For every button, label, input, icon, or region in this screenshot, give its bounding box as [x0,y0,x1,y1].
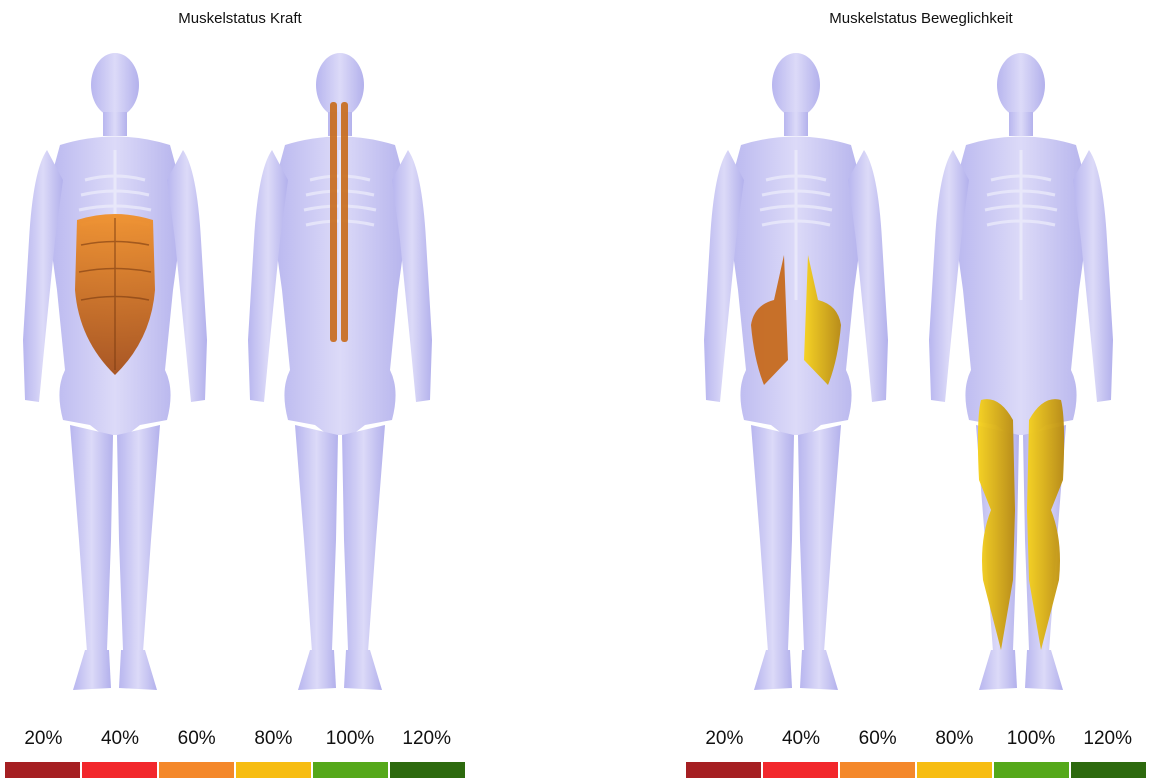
scale-segment [236,762,311,778]
scale-segment [390,762,465,778]
body-back-figure [921,40,1121,700]
scale-segment [1071,762,1146,778]
scale-label: 40% [763,728,840,750]
scale-labels: 20% 40% 60% 80% 100% 120% [5,728,465,750]
scale-label: 60% [158,728,235,750]
panel-title: Muskelstatus Beweglichkeit [686,10,1149,27]
color-scale-bar [686,762,1146,778]
scale-label: 120% [388,728,465,750]
panel-title: Muskelstatus Kraft [5,10,475,27]
spinal-erector-left [330,102,337,342]
scale-label: 120% [1069,728,1146,750]
scale-label: 80% [235,728,312,750]
scale-segment [159,762,234,778]
scale-label: 20% [5,728,82,750]
scale-segment [840,762,915,778]
body-back-figure [240,40,440,700]
scale-label: 80% [916,728,993,750]
flexibility-panel: Muskelstatus Beweglichkeit 20% 40% 60% 8… [686,0,1149,778]
scale-labels: 20% 40% 60% 80% 100% 120% [686,728,1146,750]
scale-segment [763,762,838,778]
scale-segment [313,762,388,778]
scale-segment [82,762,157,778]
scale-label: 100% [312,728,389,750]
scale-label: 100% [993,728,1070,750]
spinal-erector-right [341,102,348,342]
color-scale-bar [5,762,465,778]
strength-panel: Muskelstatus Kraft 20% 40% 60% 80% 100% … [5,0,475,778]
scale-segment [917,762,992,778]
scale-label: 20% [686,728,763,750]
scale-label: 40% [82,728,159,750]
body-front-figure [696,40,896,700]
scale-segment [5,762,80,778]
scale-segment [994,762,1069,778]
scale-segment [686,762,761,778]
scale-label: 60% [839,728,916,750]
body-front-figure [15,40,215,700]
